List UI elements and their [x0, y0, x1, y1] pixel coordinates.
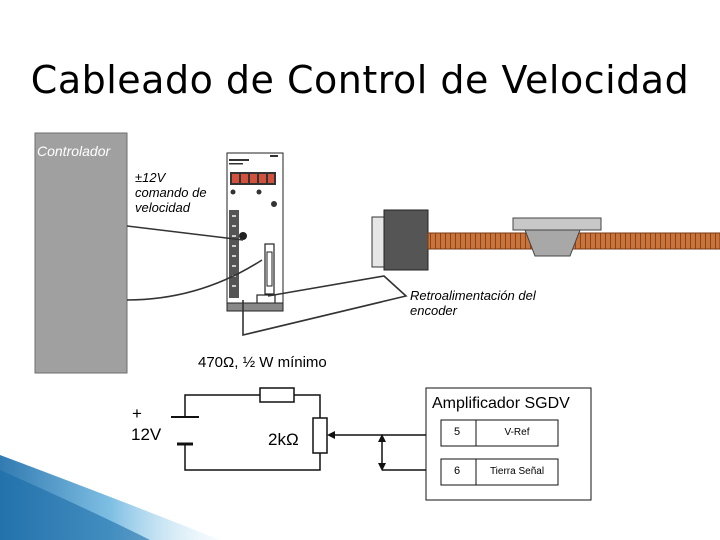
encoder-feedback-cable	[242, 275, 408, 337]
pin-5-box	[440, 419, 559, 447]
voltage-arrow-down	[378, 463, 386, 471]
voltage-arrow-up	[378, 434, 386, 442]
pin-5-number: 5	[454, 426, 461, 438]
speed-reference-circuit	[171, 394, 426, 471]
resistor-spec-label: 470Ω, ½ W mínimo	[198, 354, 327, 371]
command-label-line: comando de	[135, 185, 207, 200]
pot-wiper-arrow	[327, 431, 335, 439]
encoder-label-line: Retroalimentación del	[410, 288, 536, 303]
battery-voltage-label: 12V	[131, 425, 162, 444]
screw-nut	[512, 217, 602, 257]
command-label: ±12V comando de velocidad	[135, 170, 207, 215]
pin-5-name: V-Ref	[504, 427, 530, 438]
command-wire-return	[126, 259, 263, 301]
controller-label: Controlador	[37, 143, 111, 159]
amplifier-title: Amplificador SGDV	[432, 395, 570, 412]
command-label-line: velocidad	[135, 200, 190, 215]
servo-motor	[371, 209, 429, 271]
page-title: Cableado de Control de Velocidad	[30, 58, 690, 102]
servo-drive-unit	[226, 152, 284, 312]
encoder-label: Retroalimentación del encoder	[410, 288, 536, 318]
pot-label: 2kΩ	[268, 430, 299, 449]
command-label-line: ±12V	[135, 170, 166, 185]
encoder-label-line: encoder	[410, 303, 457, 318]
drive-display	[230, 172, 276, 185]
potentiometer-2k	[312, 417, 328, 454]
battery-plus-label: +	[132, 404, 142, 423]
controller-block	[34, 132, 128, 374]
io-connector	[264, 243, 275, 295]
pin-6-number: 6	[454, 465, 461, 477]
resistor-470	[259, 387, 295, 403]
terminal-strip	[229, 210, 239, 298]
pin-6-name: Tierra Señal	[489, 466, 545, 477]
pin-6-box	[440, 458, 559, 486]
command-wire	[126, 225, 244, 241]
